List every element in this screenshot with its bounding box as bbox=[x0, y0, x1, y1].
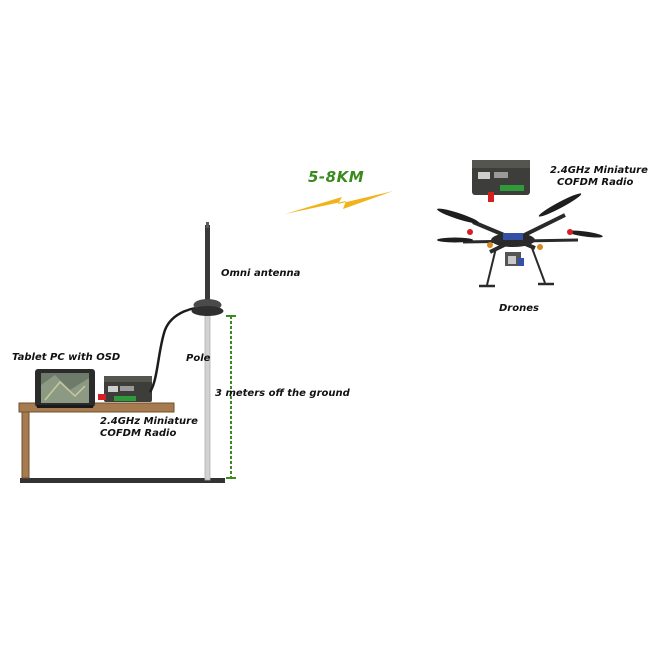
range-label: 5-8KM bbox=[308, 168, 365, 186]
drone-radio-label-line2: COFDM Radio bbox=[557, 177, 634, 188]
tablet-label: Tablet PC with OSD bbox=[12, 352, 121, 363]
drones-label: Drones bbox=[499, 303, 539, 314]
omni-antenna bbox=[191, 222, 224, 316]
drone-radio-label-line1: 2.4GHz Miniature bbox=[550, 165, 648, 176]
ground-radio-label-line2: COFDM Radio bbox=[100, 428, 177, 439]
drone-radio bbox=[472, 160, 530, 202]
drone bbox=[437, 193, 603, 288]
omni-antenna-label: Omni antenna bbox=[221, 268, 301, 279]
ground-radio bbox=[98, 376, 152, 402]
table bbox=[18, 402, 175, 479]
ground-line bbox=[20, 478, 225, 483]
pole-label: Pole bbox=[186, 353, 211, 364]
height-marker bbox=[226, 315, 236, 479]
height-label: 3 meters off the ground bbox=[215, 388, 350, 399]
lightning-bolt bbox=[285, 191, 393, 214]
ground-radio-label-line1: 2.4GHz Miniature bbox=[100, 416, 198, 427]
antenna-cable bbox=[148, 306, 206, 393]
tablet-pc bbox=[35, 369, 95, 408]
pole bbox=[204, 311, 211, 481]
